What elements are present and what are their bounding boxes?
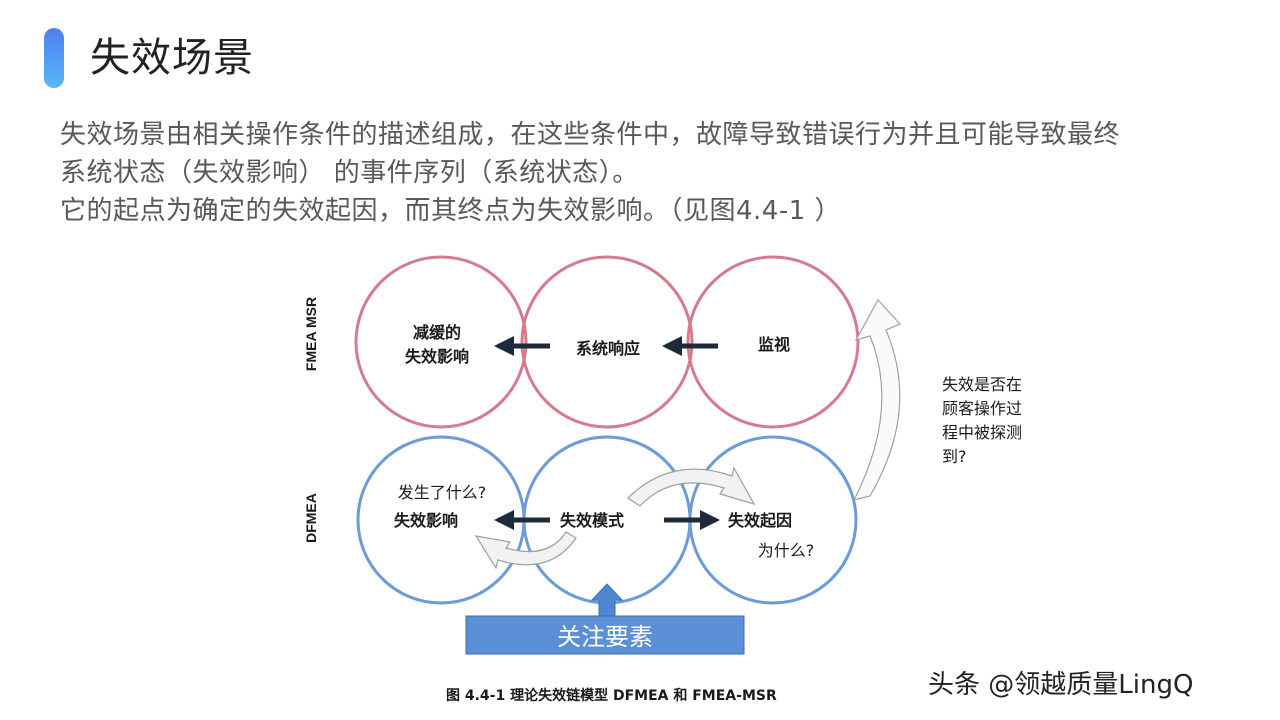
dfmea-question-what: 发生了什么?	[398, 483, 487, 502]
side-note-line-3: 程中被探测	[942, 423, 1022, 442]
page-title: 失效场景	[90, 35, 254, 81]
description-line-1: 失效场景由相关操作条件的描述组成，在这些条件中，故障导致错误行为并且可能导致最终	[60, 120, 1121, 150]
msr-circle-middle	[520, 255, 694, 429]
watermark: 头条 @领越质量LingQ	[928, 670, 1194, 700]
diagram-caption: 图 4.4-1 理论失效链模型 DFMEA 和 FMEA-MSR	[446, 687, 777, 704]
side-note-line-2: 顾客操作过	[942, 399, 1022, 418]
row-label-fmea-msr: FMEA MSR	[303, 297, 319, 371]
failure-chain-diagram: FMEA MSR DFMEA 减缓的 失效影响 系统响应 监视 发生了什么? 失…	[303, 255, 1022, 704]
focus-element-box	[465, 615, 745, 655]
description-line-2: 系统状态（失效影响） 的事件序列（系统状态）。	[60, 158, 639, 188]
dfmea-label-failure-effect: 失效影响	[394, 511, 458, 530]
dfmea-label-failure-mode: 失效模式	[560, 511, 624, 530]
dfmea-question-why: 为什么?	[758, 541, 815, 560]
msr-label-mitigated-line2: 失效影响	[405, 347, 469, 366]
msr-circle-left	[354, 255, 528, 429]
description-line-3: 它的起点为确定的失效起因，而其终点为失效影响。（见图4.4-1 ）	[60, 196, 842, 226]
msr-label-monitoring: 监视	[758, 335, 790, 354]
curved-arrow-upper	[627, 466, 756, 507]
detection-curved-arrow	[852, 298, 902, 501]
focus-up-arrow	[590, 583, 624, 617]
title-accent-bar	[44, 28, 64, 88]
description: 失效场景由相关操作条件的描述组成，在这些条件中，故障导致错误行为并且可能导致最终…	[60, 116, 1250, 230]
msr-label-mitigated-line1: 减缓的	[413, 323, 461, 342]
side-note-line-1: 失效是否在	[942, 375, 1022, 394]
curved-arrow-lower	[474, 531, 577, 570]
row-label-dfmea: DFMEA	[303, 493, 319, 543]
dfmea-label-failure-cause: 失效起因	[728, 511, 792, 530]
msr-label-system-response: 系统响应	[576, 339, 640, 358]
focus-element-label: 关注要素	[557, 623, 653, 651]
msr-circle-right	[686, 255, 860, 429]
side-note-line-4: 到?	[942, 447, 967, 466]
